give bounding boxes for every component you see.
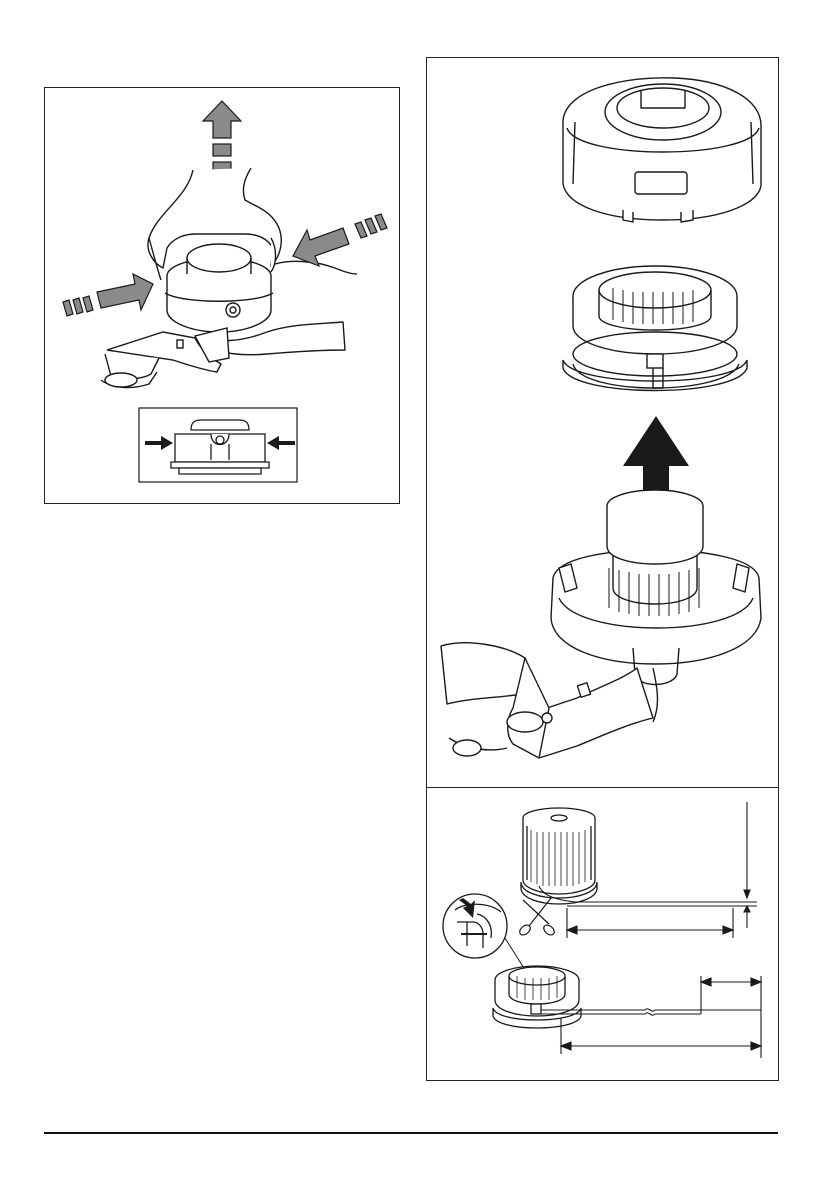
spool-exploded-illustration	[427, 58, 780, 789]
trimmer-shaft-icon	[101, 328, 229, 387]
remove-cover-illustration	[45, 88, 401, 505]
figure-remove-cover	[44, 87, 400, 504]
arrow-left-icon	[293, 214, 387, 266]
spool-icon	[563, 266, 747, 391]
figure-wind-line	[426, 787, 779, 1081]
wind-line-illustration	[427, 788, 780, 1082]
hub-icon	[551, 490, 761, 685]
dimension-marker	[567, 908, 733, 938]
trimmer-line	[541, 1009, 761, 1015]
footer-divider	[44, 1132, 778, 1134]
line-reel-icon	[521, 808, 597, 904]
inset-detail	[139, 408, 297, 482]
spool-icon	[493, 966, 581, 1028]
arrow-up-icon	[203, 101, 241, 170]
arrow-right-icon	[63, 274, 153, 316]
figure-spool-exploded	[426, 57, 779, 788]
dimension-marker	[733, 802, 757, 928]
cover-icon	[563, 78, 761, 222]
trimmer-head-icon	[165, 244, 273, 332]
dimension-marker	[561, 1018, 761, 1054]
